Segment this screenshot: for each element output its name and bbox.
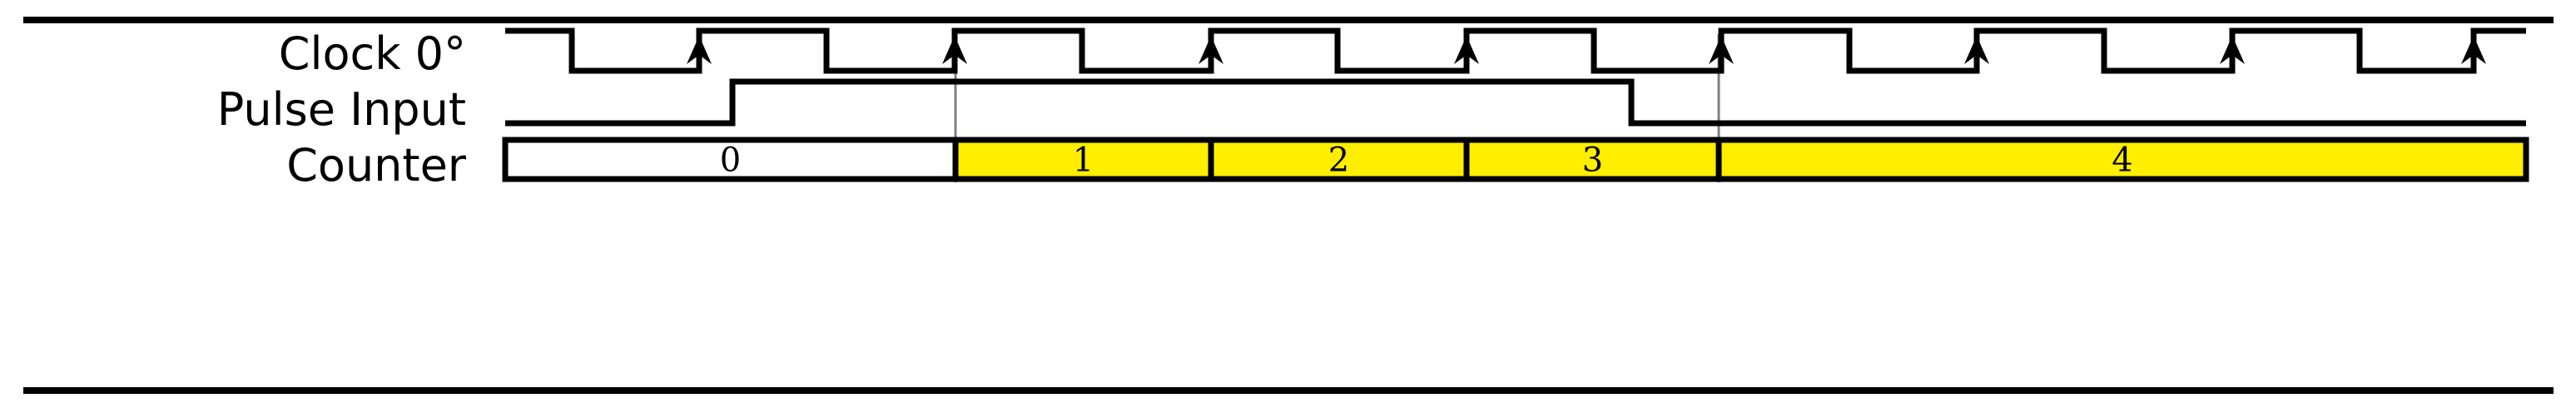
top-rule — [23, 17, 2554, 23]
rising-edge-arrow-icon — [2220, 36, 2245, 72]
pulse-input-waveform — [505, 78, 2526, 127]
rising-edge-arrow-icon — [1709, 36, 1734, 72]
rising-edge-arrow-icon — [1964, 36, 1989, 72]
pulse-label-slot: Pulse Input — [0, 87, 466, 132]
clock-waveform — [505, 27, 2526, 74]
counter-segment-value: 2 — [1328, 142, 1349, 180]
counter-label-slot: Counter — [0, 143, 466, 188]
counter-segment-value: 0 — [720, 142, 741, 180]
clock-waveform-layer — [505, 27, 2526, 74]
row-label-clock: Clock 0° — [278, 27, 466, 80]
bottom-rule — [23, 387, 2554, 394]
pulse-input-waveform-layer — [505, 78, 2526, 127]
row-label-counter: Counter — [286, 139, 466, 192]
rising-edge-arrow-icon — [687, 36, 712, 72]
counter-bus-layer: 0 1 2 3 4 — [502, 137, 2529, 182]
rising-edge-arrows-layer — [687, 36, 2486, 72]
counter-segment-value: 4 — [2112, 142, 2132, 180]
counter-segment — [1463, 137, 1722, 182]
rising-edge-arrow-icon — [1199, 36, 1223, 72]
rising-edge-arrow-icon — [942, 36, 967, 72]
row-label-pulse-input: Pulse Input — [216, 83, 466, 136]
counter-segment — [1715, 137, 2529, 182]
counter-segment-value: 3 — [1582, 142, 1603, 180]
rising-edge-arrow-icon — [1454, 36, 1479, 72]
counter-segment-value: 1 — [1073, 142, 1094, 180]
counter-segment — [1208, 137, 1470, 182]
counter-segment — [502, 137, 959, 182]
rising-edge-arrow-icon — [2461, 36, 2486, 72]
